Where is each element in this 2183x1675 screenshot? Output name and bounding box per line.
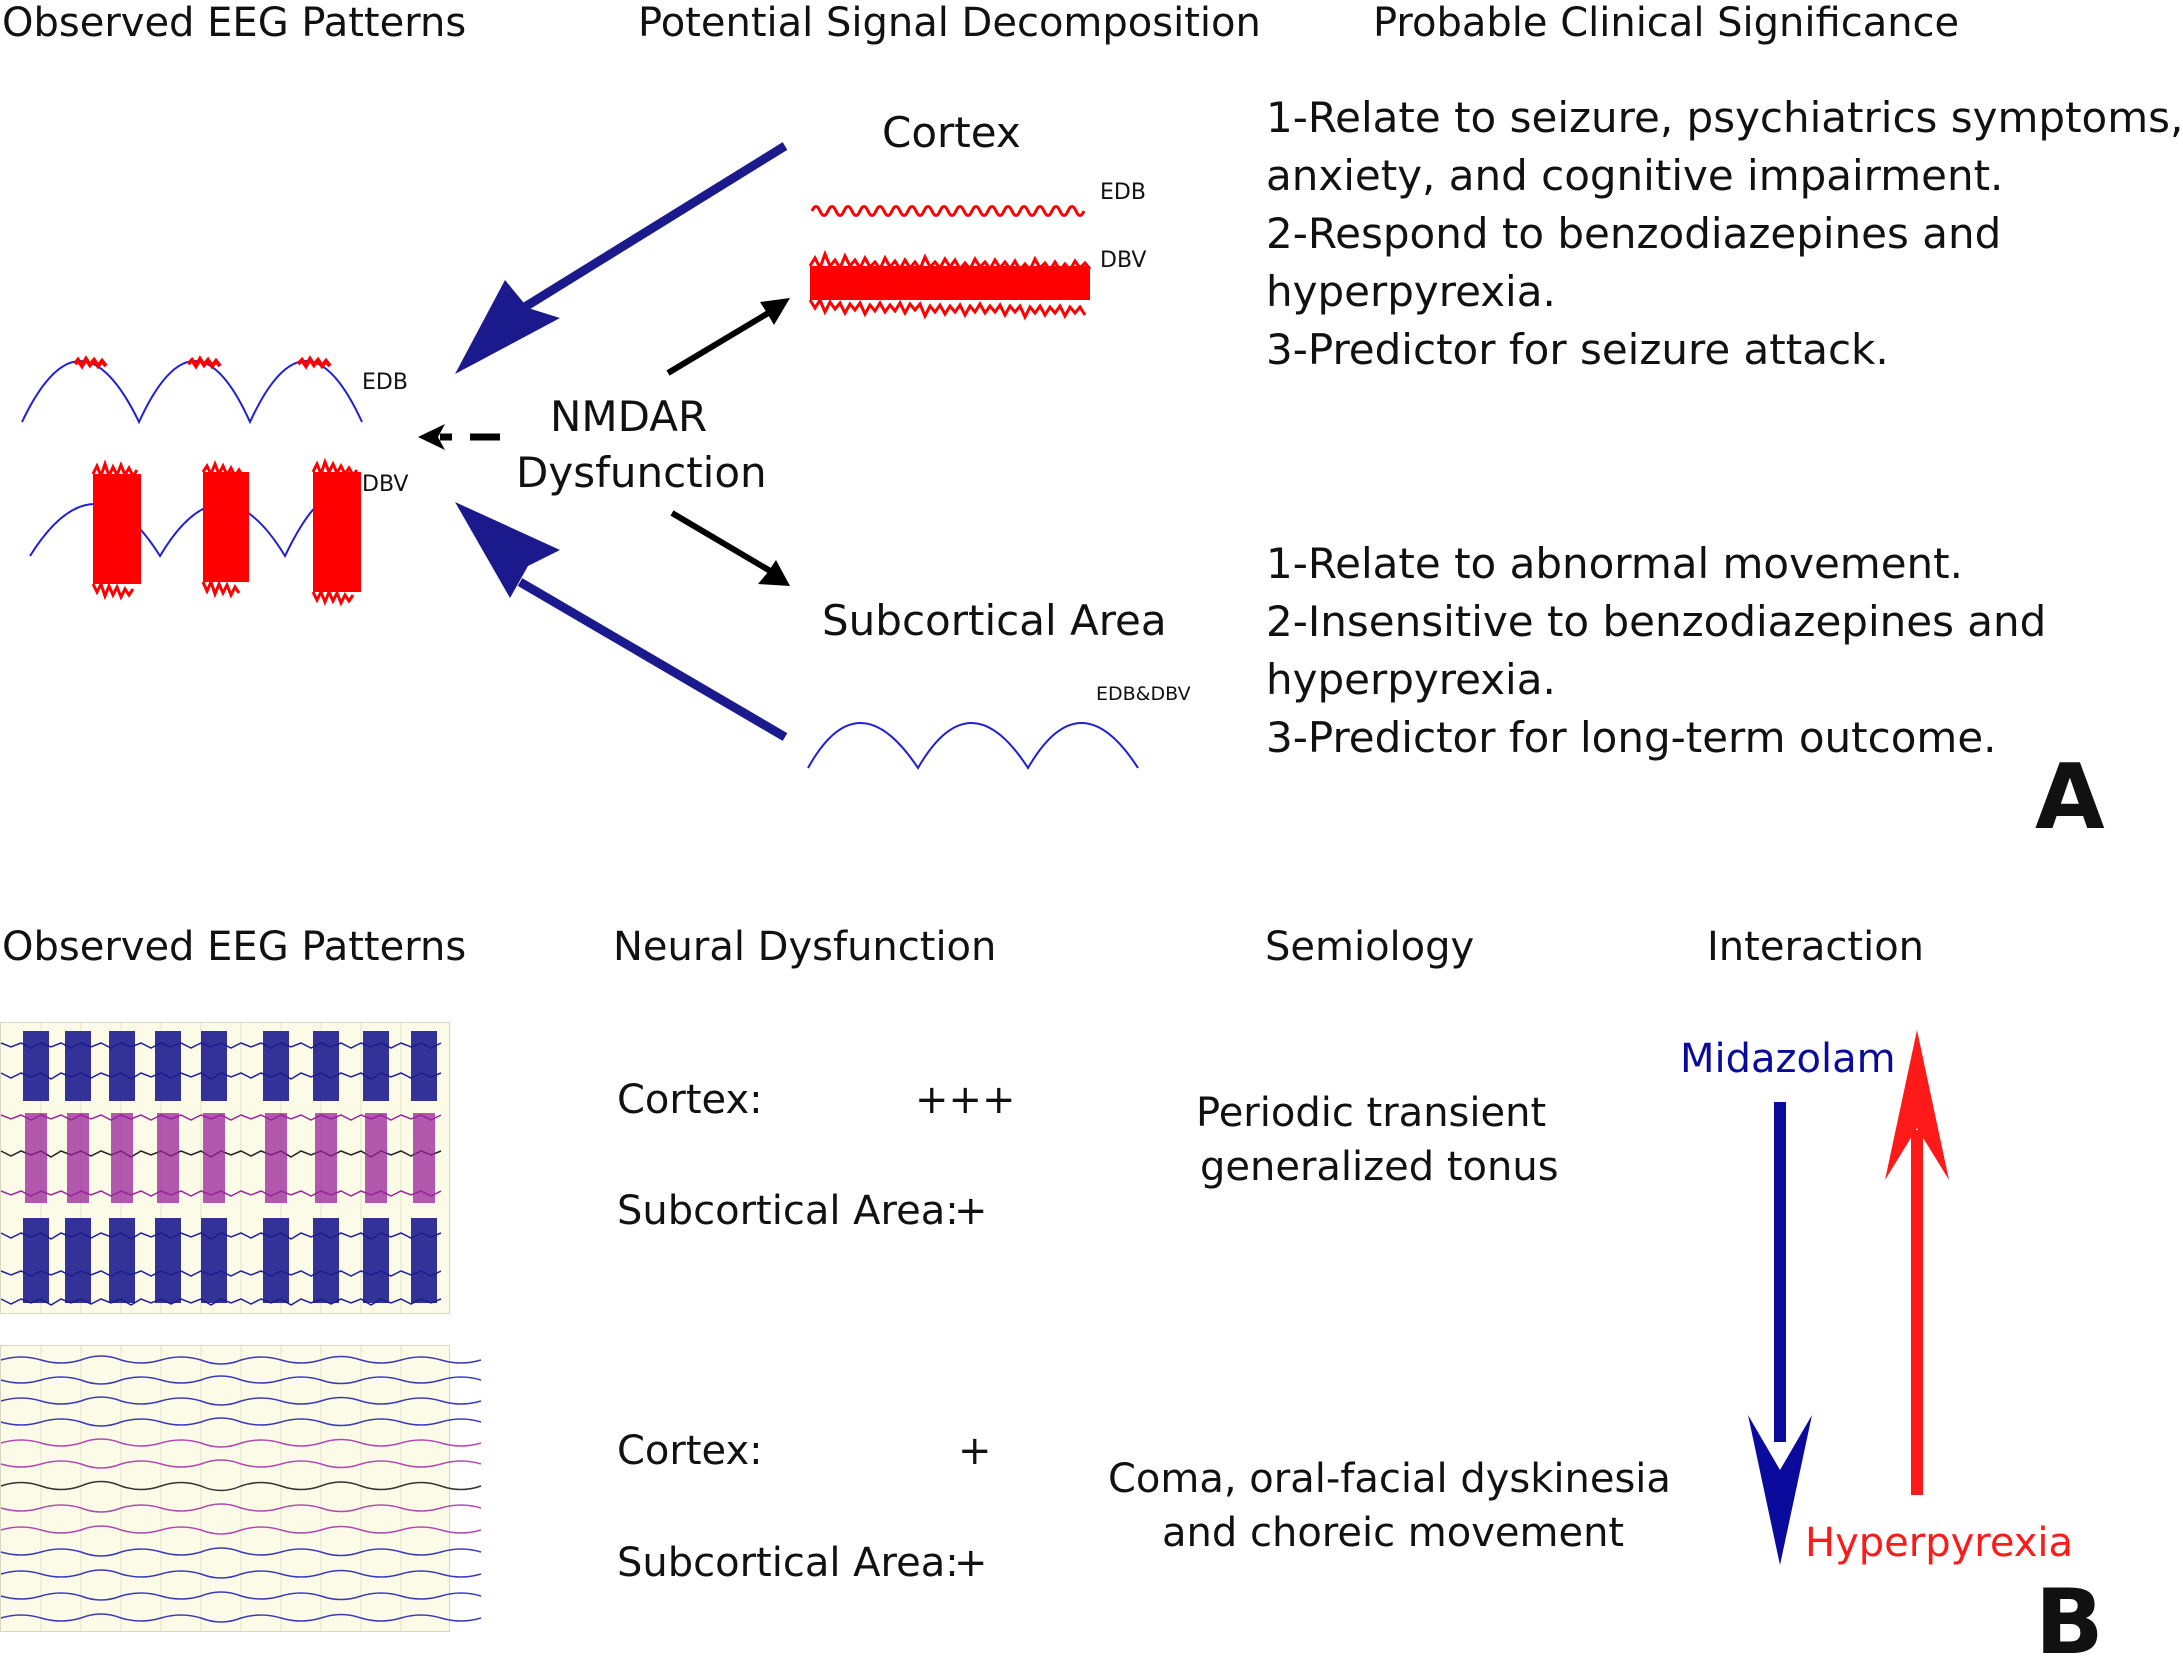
cortex-significance-line: 3-Predictor for seizure attack. [1266,325,1889,374]
subcortical-wave-label: EDB&DBV [1096,683,1191,705]
blue-arrow-from-cortex [455,142,788,374]
header-interaction: Interaction [1707,924,1925,970]
cortex-edb-label: EDB [1100,180,1146,205]
row2-subcortical-value: + [954,1540,988,1586]
subcortical-wave [807,722,1139,770]
header-observed-eeg-b: Observed EEG Patterns [2,924,467,970]
panel-label-a: A [2035,745,2105,850]
header-signal-decomposition: Potential Signal Decomposition [638,0,1261,46]
midazolam-label: Midazolam [1680,1036,1896,1082]
panel-a-graphics [21,142,1139,770]
panel-label-b: B [2035,1570,2104,1675]
observed-dbv-burst-1 [93,474,141,584]
row1-subcortical-value: + [954,1188,988,1234]
interaction-arrows [1748,1030,1949,1565]
row1-semiology-line2: generalized tonus [1200,1144,1559,1190]
cortex-dbv-label: DBV [1100,248,1147,273]
subcortical-title: Subcortical Area [822,596,1167,645]
cortex-dbv-band [810,266,1090,300]
row2-semiology-line1: Coma, oral-facial dyskinesia [1108,1456,1671,1502]
midazolam-down-arrow [1748,1102,1812,1565]
cortex-significance-line: hyperpyrexia. [1266,267,1556,316]
observed-edb-label: EDB [362,370,408,395]
nmdar-label-line1: NMDAR [550,392,708,441]
observed-dbv-burst-2 [203,472,249,582]
subcortical-significance-text: 1-Relate to abnormal movement. 2-Insensi… [1266,535,2046,767]
row2-cortex-label: Cortex: [617,1428,763,1474]
cortex-significance-text: 1-Relate to seizure, psychiatrics sympto… [1266,89,2183,379]
nmdar-label-line2: Dysfunction [516,448,767,497]
cortex-significance-line: anxiety, and cognitive impairment. [1266,151,2004,200]
hyperpyrexia-label: Hyperpyrexia [1805,1520,2074,1566]
subcortical-significance-line: 2-Insensitive to benzodiazepines and [1266,597,2047,646]
eeg-periodic-bursts [23,1031,437,1303]
black-arrow-to-subcortical [670,510,790,586]
row1-semiology-line1: Periodic transient [1196,1090,1547,1136]
header-semiology: Semiology [1265,924,1475,970]
eeg-trace-periodic [0,1022,450,1314]
dashed-arrow-to-observed [418,424,500,450]
cortex-edb-wave [810,205,1086,217]
cortex-significance-line: 1-Relate to seizure, psychiatrics sympto… [1266,93,2183,142]
subcortical-significance-line: hyperpyrexia. [1266,655,1556,704]
row2-semiology-line2: and choreic movement [1162,1510,1625,1556]
row2-cortex-value: + [958,1428,992,1474]
blue-arrow-from-subcortical [455,502,788,741]
row1-cortex-label: Cortex: [617,1077,763,1123]
cortex-significance-line: 2-Respond to benzodiazepines and [1266,209,2002,258]
observed-dbv-burst-3 [313,472,361,592]
header-observed-eeg-a: Observed EEG Patterns [2,0,467,46]
black-arrow-to-cortex [666,298,790,376]
subcortical-significance-line: 3-Predictor for long-term outcome. [1266,713,1997,762]
header-neural-dysfunction: Neural Dysfunction [613,924,997,970]
hyperpyrexia-up-arrow [1885,1030,1949,1495]
row1-cortex-value: +++ [915,1077,1016,1123]
cortex-title: Cortex [882,108,1021,157]
observed-edb-spike-2 [186,355,222,370]
row2-subcortical-label: Subcortical Area: [617,1540,959,1586]
observed-dbv-label: DBV [362,472,409,497]
row1-subcortical-label: Subcortical Area: [617,1188,959,1234]
observed-edb-spike-3 [296,355,332,370]
header-clinical-significance: Probable Clinical Significance [1373,0,1960,46]
observed-edb-spike-1 [73,355,108,370]
eeg-trace-diffuse [0,1345,482,1632]
subcortical-significance-line: 1-Relate to abnormal movement. [1266,539,1963,588]
